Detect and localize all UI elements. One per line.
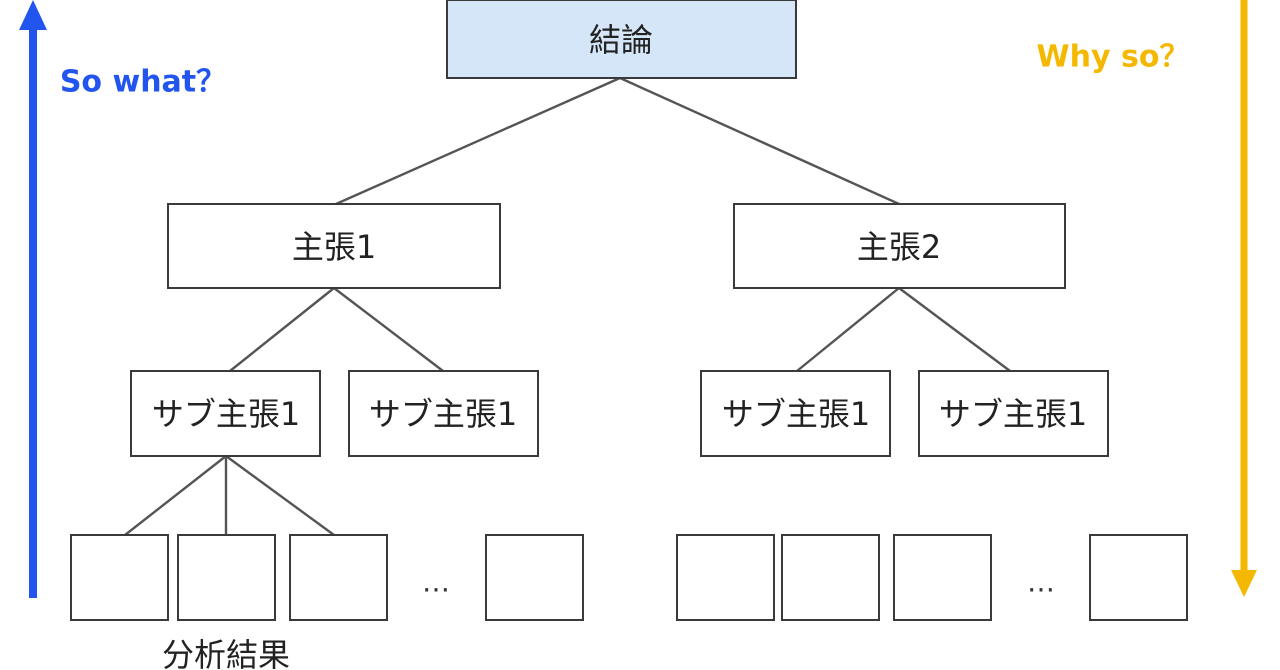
- sub-claim-2-1-label: サブ主張1: [722, 395, 870, 433]
- why-so-arrow: [1231, 0, 1257, 597]
- leaf-ellipsis-right: …: [1027, 566, 1055, 599]
- why-so-label: Why so？: [1037, 40, 1190, 75]
- root-node: 結論: [446, 0, 797, 79]
- leaf-box: [70, 534, 169, 621]
- leaf-box: [1089, 534, 1188, 621]
- tree-edges: [124, 76, 1011, 536]
- edge-sub1-leaf3: [225, 455, 335, 536]
- sub-claim-node-1-2: サブ主張1: [348, 370, 539, 457]
- edge-sub1-leaf1: [124, 455, 227, 536]
- leaf-row: … …: [70, 534, 1188, 621]
- sub-claim-node-2-1: サブ主張1: [700, 370, 891, 457]
- claim-node-2: 主張2: [733, 203, 1066, 289]
- claim-node-1: 主張1: [167, 203, 501, 289]
- so-what-label: So what？: [60, 65, 226, 100]
- leaf-box: [893, 534, 992, 621]
- edge-claim2-sub2: [898, 287, 1011, 372]
- edge-claim2-sub1: [796, 287, 900, 372]
- sub-claim-2-2-label: サブ主張1: [939, 395, 1087, 433]
- leaf-ellipsis-left: …: [422, 566, 450, 599]
- edge-root-claim1: [335, 76, 621, 206]
- sub-claim-node-1-1: サブ主張1: [130, 370, 321, 457]
- analysis-results-caption: 分析結果: [162, 636, 290, 670]
- sub-claim-1-1-label: サブ主張1: [152, 395, 300, 433]
- root-label: 結論: [589, 21, 653, 59]
- edge-claim1-sub1: [229, 287, 335, 372]
- edge-claim1-sub2: [333, 287, 444, 372]
- edge-root-claim2: [619, 76, 900, 206]
- sub-claim-node-2-2: サブ主張1: [918, 370, 1109, 457]
- leaf-box: [781, 534, 880, 621]
- so-what-arrow: [19, 0, 47, 598]
- leaf-box: [177, 534, 276, 621]
- leaf-box: [676, 534, 775, 621]
- so-what-arrow-head: [19, 0, 47, 30]
- claim-2-label: 主張2: [857, 228, 941, 266]
- leaf-box: [289, 534, 388, 621]
- claim-1-label: 主張1: [292, 228, 376, 266]
- sub-claim-1-2-label: サブ主張1: [369, 395, 517, 433]
- why-so-arrow-head: [1231, 570, 1257, 597]
- leaf-box: [485, 534, 584, 621]
